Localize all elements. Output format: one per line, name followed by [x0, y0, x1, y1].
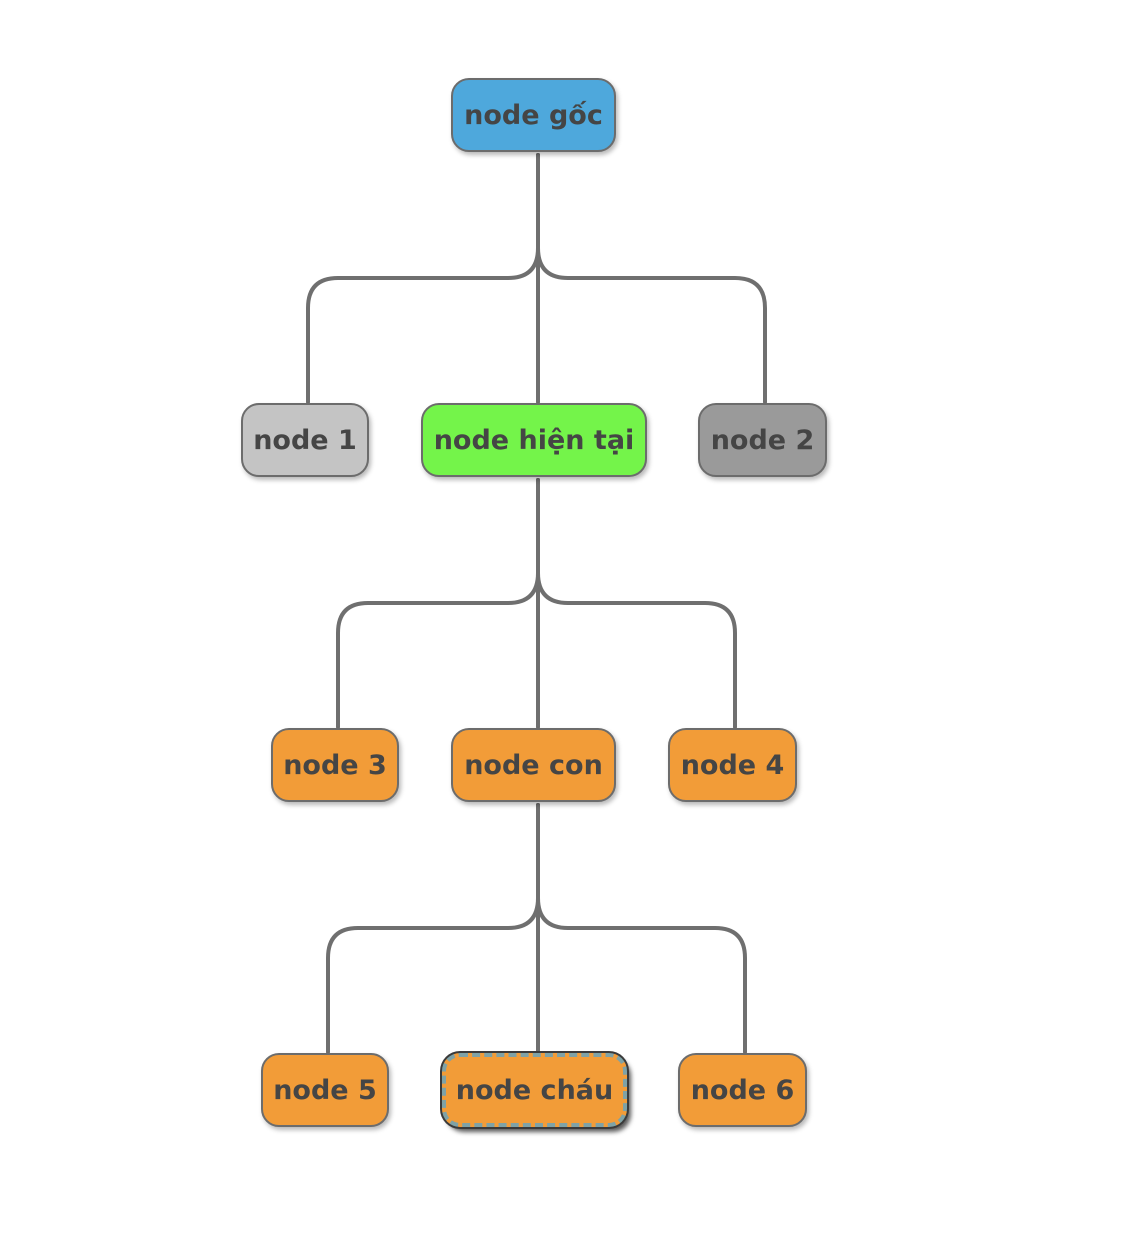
edge-child-node6 [536, 803, 747, 1054]
child-node[interactable]: node con [451, 728, 616, 802]
grandchild-node[interactable]: node cháu [442, 1053, 627, 1127]
node-5[interactable]: node 5 [261, 1053, 389, 1127]
edge-current-node3 [336, 478, 540, 729]
node-3[interactable]: node 3 [271, 728, 399, 802]
edge-root-node2 [536, 153, 767, 404]
node-6[interactable]: node 6 [678, 1053, 807, 1127]
root-node[interactable]: node gốc [451, 78, 616, 152]
current-node[interactable]: node hiện tại [421, 403, 647, 477]
edge-current-node4 [536, 478, 737, 729]
node-1[interactable]: node 1 [241, 403, 369, 477]
node-2[interactable]: node 2 [698, 403, 827, 477]
edge-root-node1 [306, 153, 540, 404]
edge-child-node5 [326, 803, 540, 1054]
node-4[interactable]: node 4 [668, 728, 797, 802]
